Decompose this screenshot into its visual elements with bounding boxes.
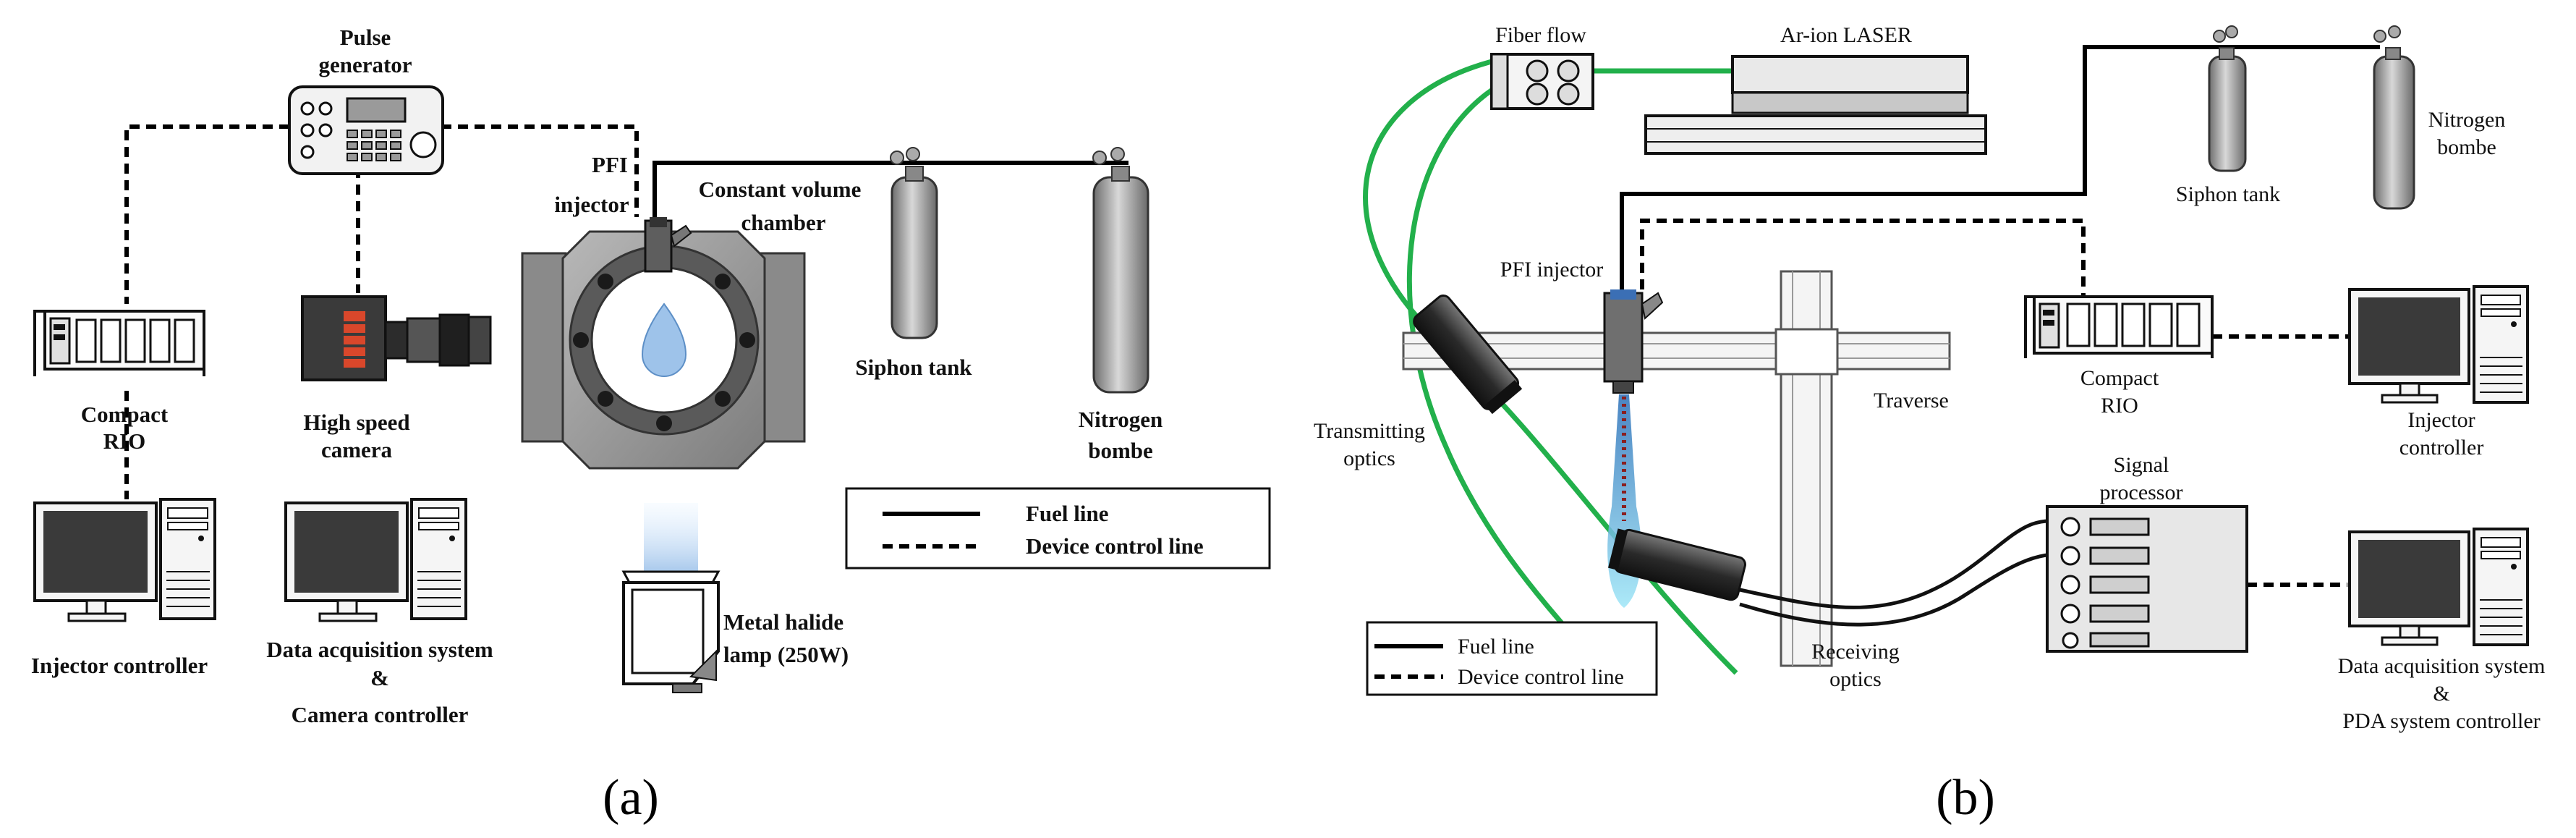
nitrogen-bombe-b	[2373, 25, 2415, 210]
pfi-injector-a-label-1: PFI	[592, 152, 628, 177]
nitrogen-bombe-b-label-1: Nitrogen	[2428, 108, 2506, 132]
nitrogen-bombe-a	[1092, 147, 1149, 394]
siphon-tank-a-label: Siphon tank	[855, 355, 972, 380]
transmitting-optics	[1413, 295, 1523, 415]
nitrogen-bombe-a-label-1: Nitrogen	[1079, 407, 1163, 432]
injector-controller-computer-a	[33, 498, 216, 622]
data-acquisition-a-label-2: &	[370, 665, 389, 690]
fiber-flow-label: Fiber flow	[1495, 23, 1586, 47]
pulse-generator	[288, 85, 444, 175]
legend-a	[845, 487, 1271, 570]
nitrogen-bombe-b-label-2: bombe	[2437, 135, 2496, 159]
signal-processor-label-1: Signal	[2114, 453, 2169, 477]
high-speed-camera-label-2: camera	[321, 437, 393, 462]
compact-rio-b-label-2: RIO	[2101, 394, 2138, 418]
metal-halide-lamp-label-1: Metal halide	[723, 609, 843, 635]
receiving-optics-label-1: Receiving	[1811, 640, 1900, 664]
chamber-label-2: chamber	[741, 210, 825, 235]
pfi-injector-a	[644, 217, 692, 273]
fuel-lines-a	[652, 161, 1128, 221]
data-acquisition-b-label-3: PDA system controller	[2342, 709, 2540, 733]
pfi-injector-a-label-2: injector	[554, 192, 629, 217]
high-speed-camera-label-1: High speed	[303, 410, 409, 435]
pfi-injector-b-label: PFI injector	[1500, 258, 1604, 282]
chamber-label-1: Constant volume	[699, 177, 862, 202]
metal-halide-lamp	[621, 503, 720, 693]
ar-ion-laser	[1644, 55, 1987, 155]
legend-b-device-line-label: Device control line	[1458, 665, 1624, 689]
compact-rio-a-label-1: Compact	[81, 402, 169, 427]
constant-volume-chamber	[521, 230, 806, 470]
pulse-generator-label-2: generator	[318, 52, 412, 77]
high-speed-camera	[301, 295, 492, 381]
receiving-cables	[1739, 519, 2077, 627]
signal-processor	[2046, 505, 2248, 653]
compact-rio-a-label-2: RIO	[103, 428, 146, 454]
data-acquisition-b-label-1: Data acquisition system	[2338, 654, 2546, 678]
siphon-tank-b	[2208, 25, 2247, 172]
injector-controller-a-label: Injector controller	[31, 653, 208, 678]
fiber-flow	[1490, 53, 1594, 110]
injector-controller-b-label-2: controller	[2399, 436, 2484, 460]
data-acquisition-a-label-3: Camera controller	[292, 702, 469, 727]
device-control-lines-a	[124, 124, 639, 499]
legend-a-fuel-line-label: Fuel line	[1026, 501, 1109, 526]
pulse-generator-label-1: Pulse	[340, 25, 391, 50]
signal-processor-label-2: processor	[2100, 481, 2183, 504]
data-acquisition-a-label-1: Data acquisition system	[266, 637, 493, 662]
compact-rio-a	[33, 310, 205, 376]
pfi-injector-b	[1603, 289, 1664, 394]
compact-rio-b-label-1: Compact	[2080, 366, 2159, 390]
panel-b-caption: (b)	[1936, 770, 1995, 826]
panel-b: Fiber flow Ar-ion LASER Siphon tank Nitr…	[1314, 23, 2545, 826]
metal-halide-lamp-label-2: lamp (250W)	[723, 642, 849, 667]
injector-controller-b-label-1: Injector	[2407, 408, 2475, 432]
fuel-lines-b	[1620, 45, 2380, 293]
receiving-optics	[1607, 528, 1746, 601]
transmitting-optics-label-2: optics	[1343, 446, 1395, 470]
legend-b-fuel-line-label: Fuel line	[1458, 635, 1534, 659]
transmitting-optics-label-1: Transmitting	[1314, 419, 1425, 443]
panel-a: Pulse generator Compact RIO High	[31, 25, 1271, 826]
injector-controller-computer-b	[2348, 285, 2529, 404]
data-acquisition-b-label-2: &	[2433, 682, 2449, 706]
legend-a-device-line-label: Device control line	[1026, 533, 1204, 559]
receiving-optics-label-2: optics	[1829, 667, 1882, 691]
legend-b	[1366, 621, 1658, 696]
ar-ion-laser-label: Ar-ion LASER	[1780, 23, 1912, 47]
siphon-tank-a	[890, 147, 938, 339]
device-control-lines-b	[1640, 219, 2350, 587]
traverse-label: Traverse	[1874, 389, 1949, 412]
panel-a-caption: (a)	[603, 770, 659, 826]
data-acquisition-computer-a	[284, 498, 467, 622]
compact-rio-b	[2024, 295, 2214, 358]
nitrogen-bombe-a-label-2: bombe	[1088, 438, 1153, 463]
siphon-tank-b-label: Siphon tank	[2176, 182, 2280, 206]
data-acquisition-computer-b	[2348, 528, 2529, 646]
